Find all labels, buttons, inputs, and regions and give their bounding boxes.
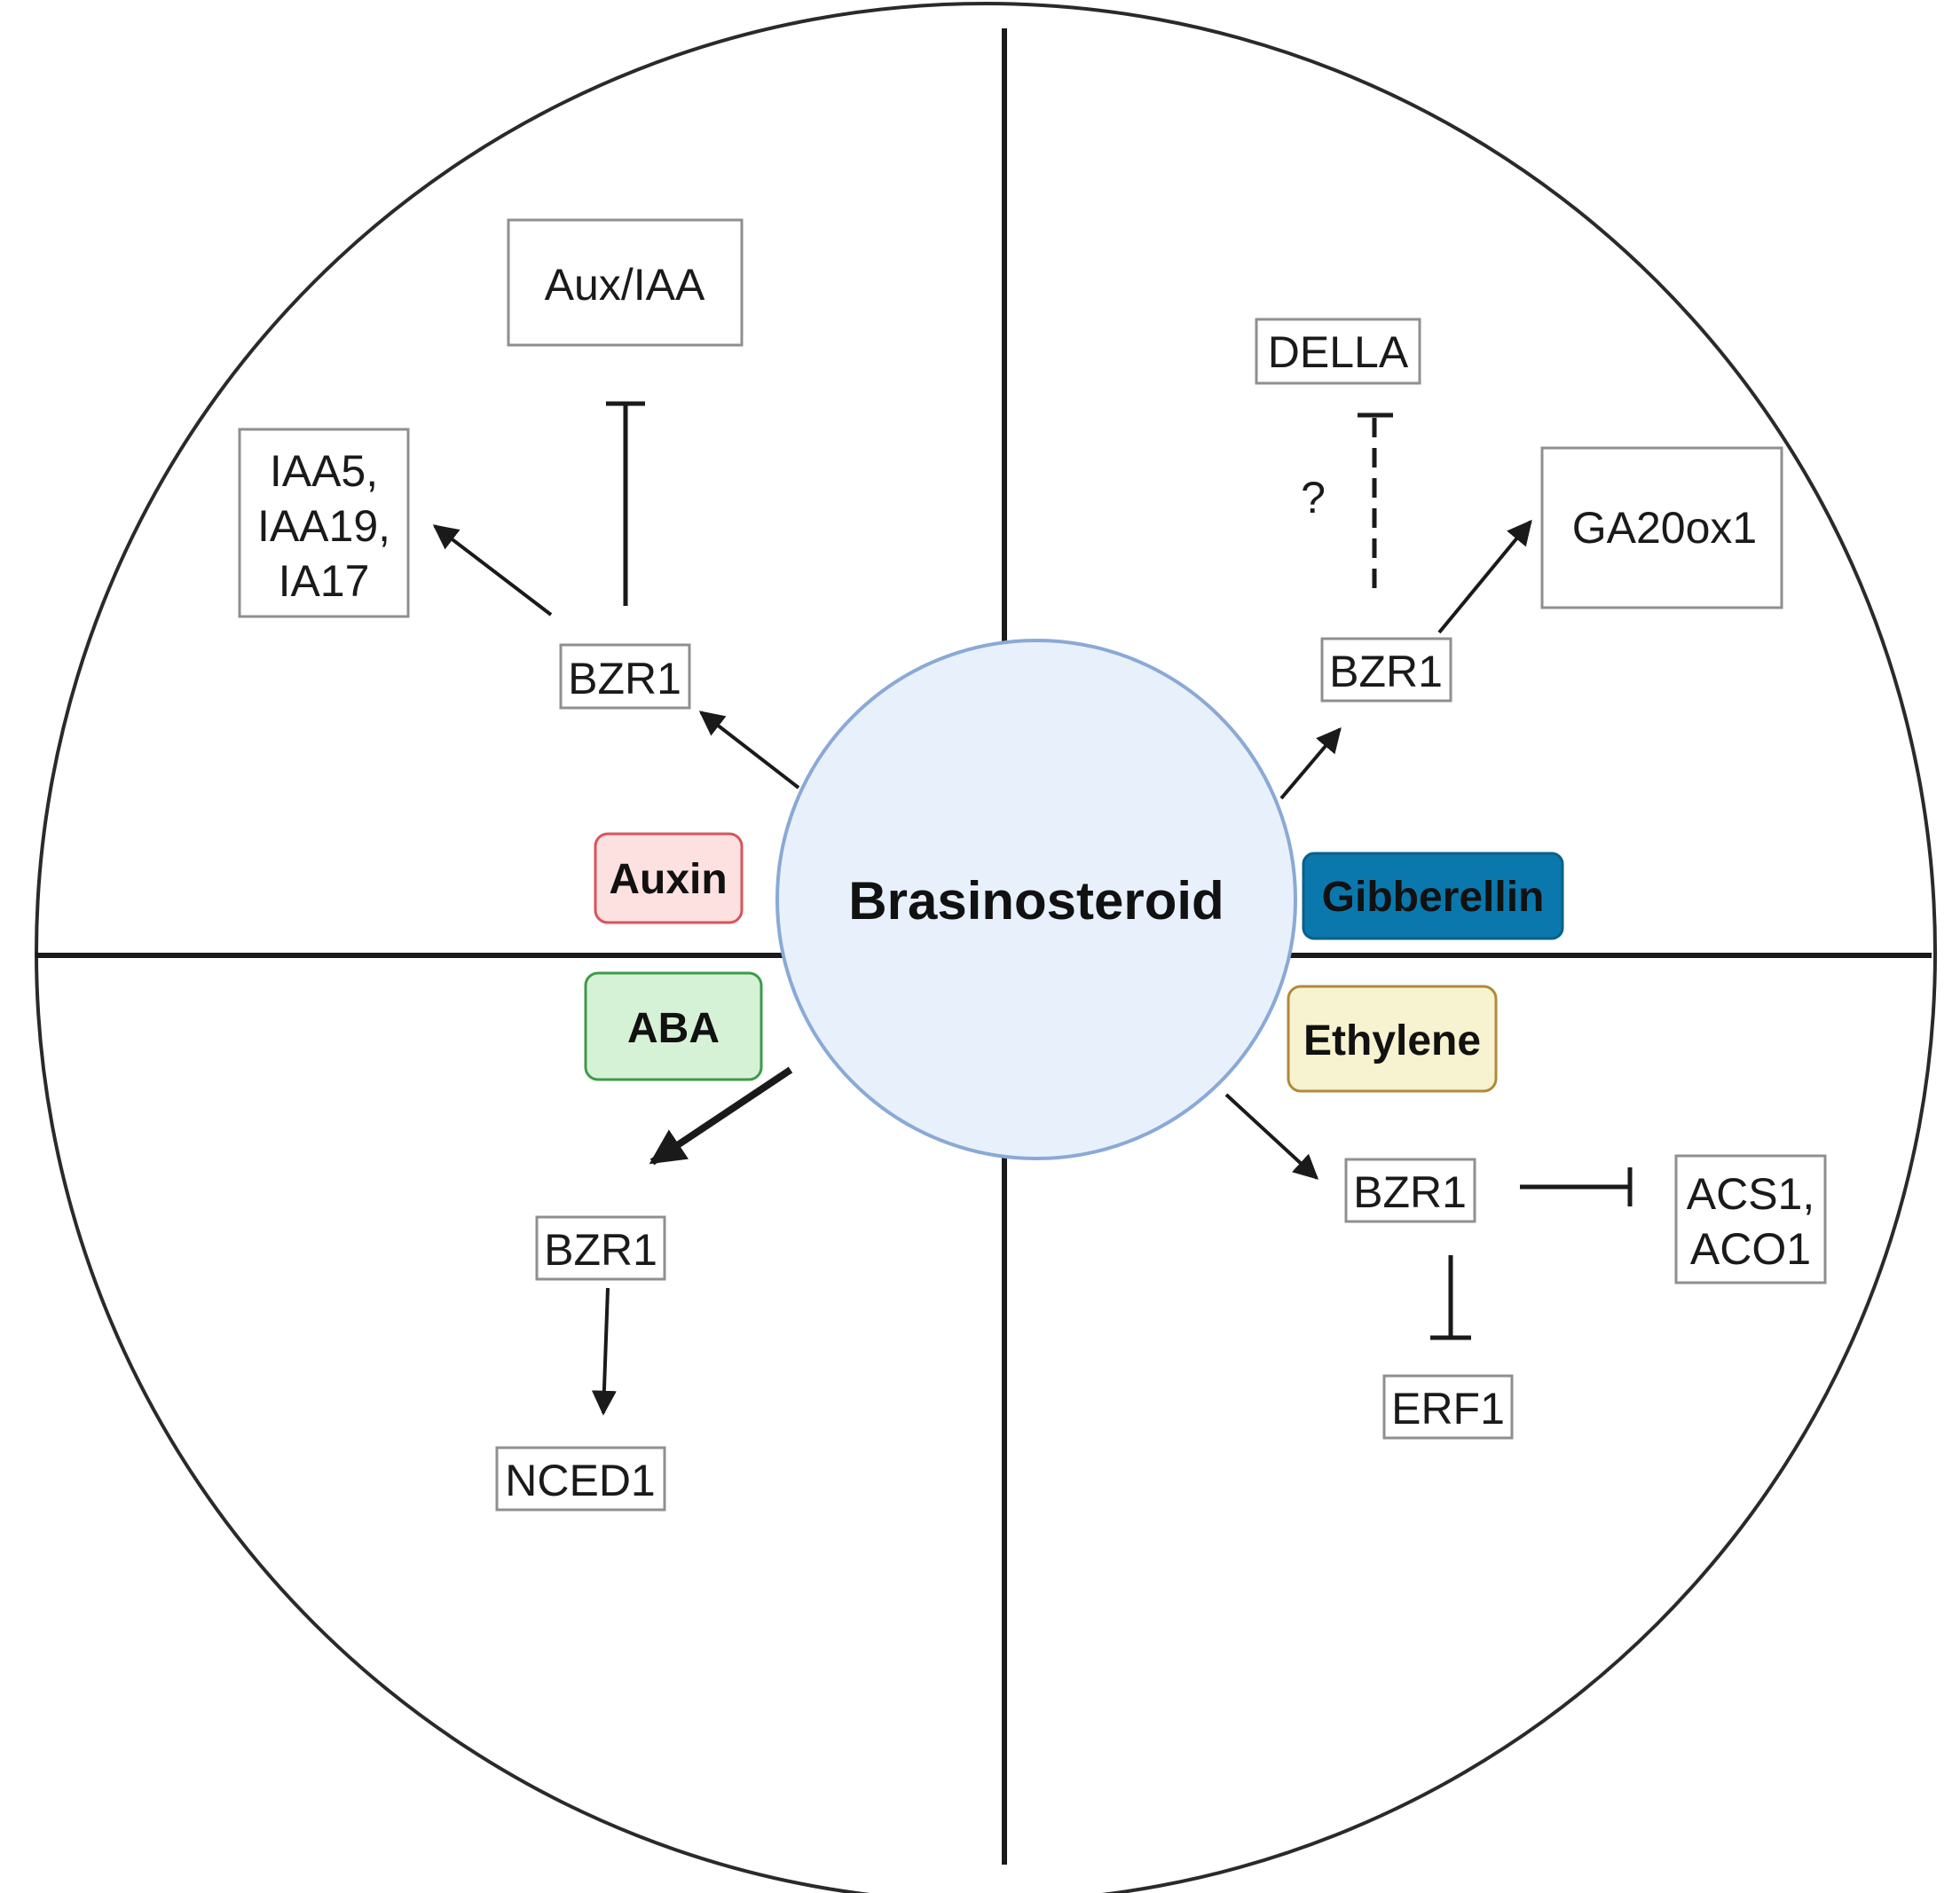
- aux-iaa-box: [507, 218, 744, 347]
- aba-badge: [584, 971, 763, 1081]
- gibberellin-badge: [1302, 852, 1564, 940]
- aba-bzr1-to-nced1-arrow: [591, 1287, 617, 1416]
- acs-aco-box: [1674, 1154, 1827, 1284]
- della-question-mark: ?: [1301, 473, 1326, 522]
- gibberellin-label: Gibberellin: [1322, 874, 1545, 921]
- auxin-label: Auxin: [609, 856, 727, 903]
- aco1-label: ACO1: [1690, 1224, 1811, 1274]
- iaa-genes-box: [238, 428, 410, 618]
- aba-label: ABA: [627, 1005, 720, 1052]
- auxin-bzr1-to-iaa-arrow: [432, 524, 553, 617]
- br-to-ethylene-bzr1-arrow: [1224, 1093, 1319, 1180]
- nced1-box: [495, 1446, 666, 1512]
- auxin-bzr1-label: BZR1: [568, 654, 681, 703]
- aba-bzr1-box: [535, 1215, 666, 1281]
- ethylene-bzr1-label: BZR1: [1353, 1167, 1467, 1217]
- ethylene-badge: [1287, 985, 1498, 1093]
- iaa-gene-1: IAA5,: [270, 446, 378, 496]
- acs1-label: ACS1,: [1687, 1169, 1815, 1219]
- ga-bzr1-to-ga20ox1-arrow: [1437, 519, 1532, 634]
- br-to-auxin-bzr1-arrow: [698, 711, 800, 789]
- auxin-badge: [594, 832, 744, 924]
- ga20ox1-box: [1540, 446, 1783, 609]
- br-to-aba-bzr1-arrow: [649, 1066, 793, 1166]
- gibberellin-bzr1-label: BZR1: [1329, 647, 1443, 696]
- iaa-gene-2: IAA19,: [257, 501, 390, 551]
- ga20ox1-label: GA20ox1: [1572, 503, 1757, 553]
- brassinosteroid-circle: [775, 639, 1297, 1160]
- erf1-label: ERF1: [1391, 1384, 1505, 1433]
- erf1-box: [1382, 1374, 1514, 1440]
- auxin-bzr1-box: [559, 643, 691, 710]
- aba-bzr1-label: BZR1: [544, 1225, 657, 1275]
- gibberellin-bzr1-box: [1320, 637, 1452, 703]
- della-box: [1255, 318, 1421, 385]
- iaa-gene-3: IA17: [279, 556, 370, 606]
- della-label: DELLA: [1268, 327, 1409, 377]
- nced1-label: NCED1: [505, 1456, 655, 1505]
- ethylene-label: Ethylene: [1303, 1017, 1481, 1064]
- ethylene-bzr1-box: [1344, 1158, 1476, 1223]
- br-to-ga-bzr1-arrow: [1279, 727, 1342, 800]
- aux-iaa-label: Aux/IAA: [545, 260, 705, 310]
- brassinosteroid-label: Brasinosteroid: [848, 871, 1224, 931]
